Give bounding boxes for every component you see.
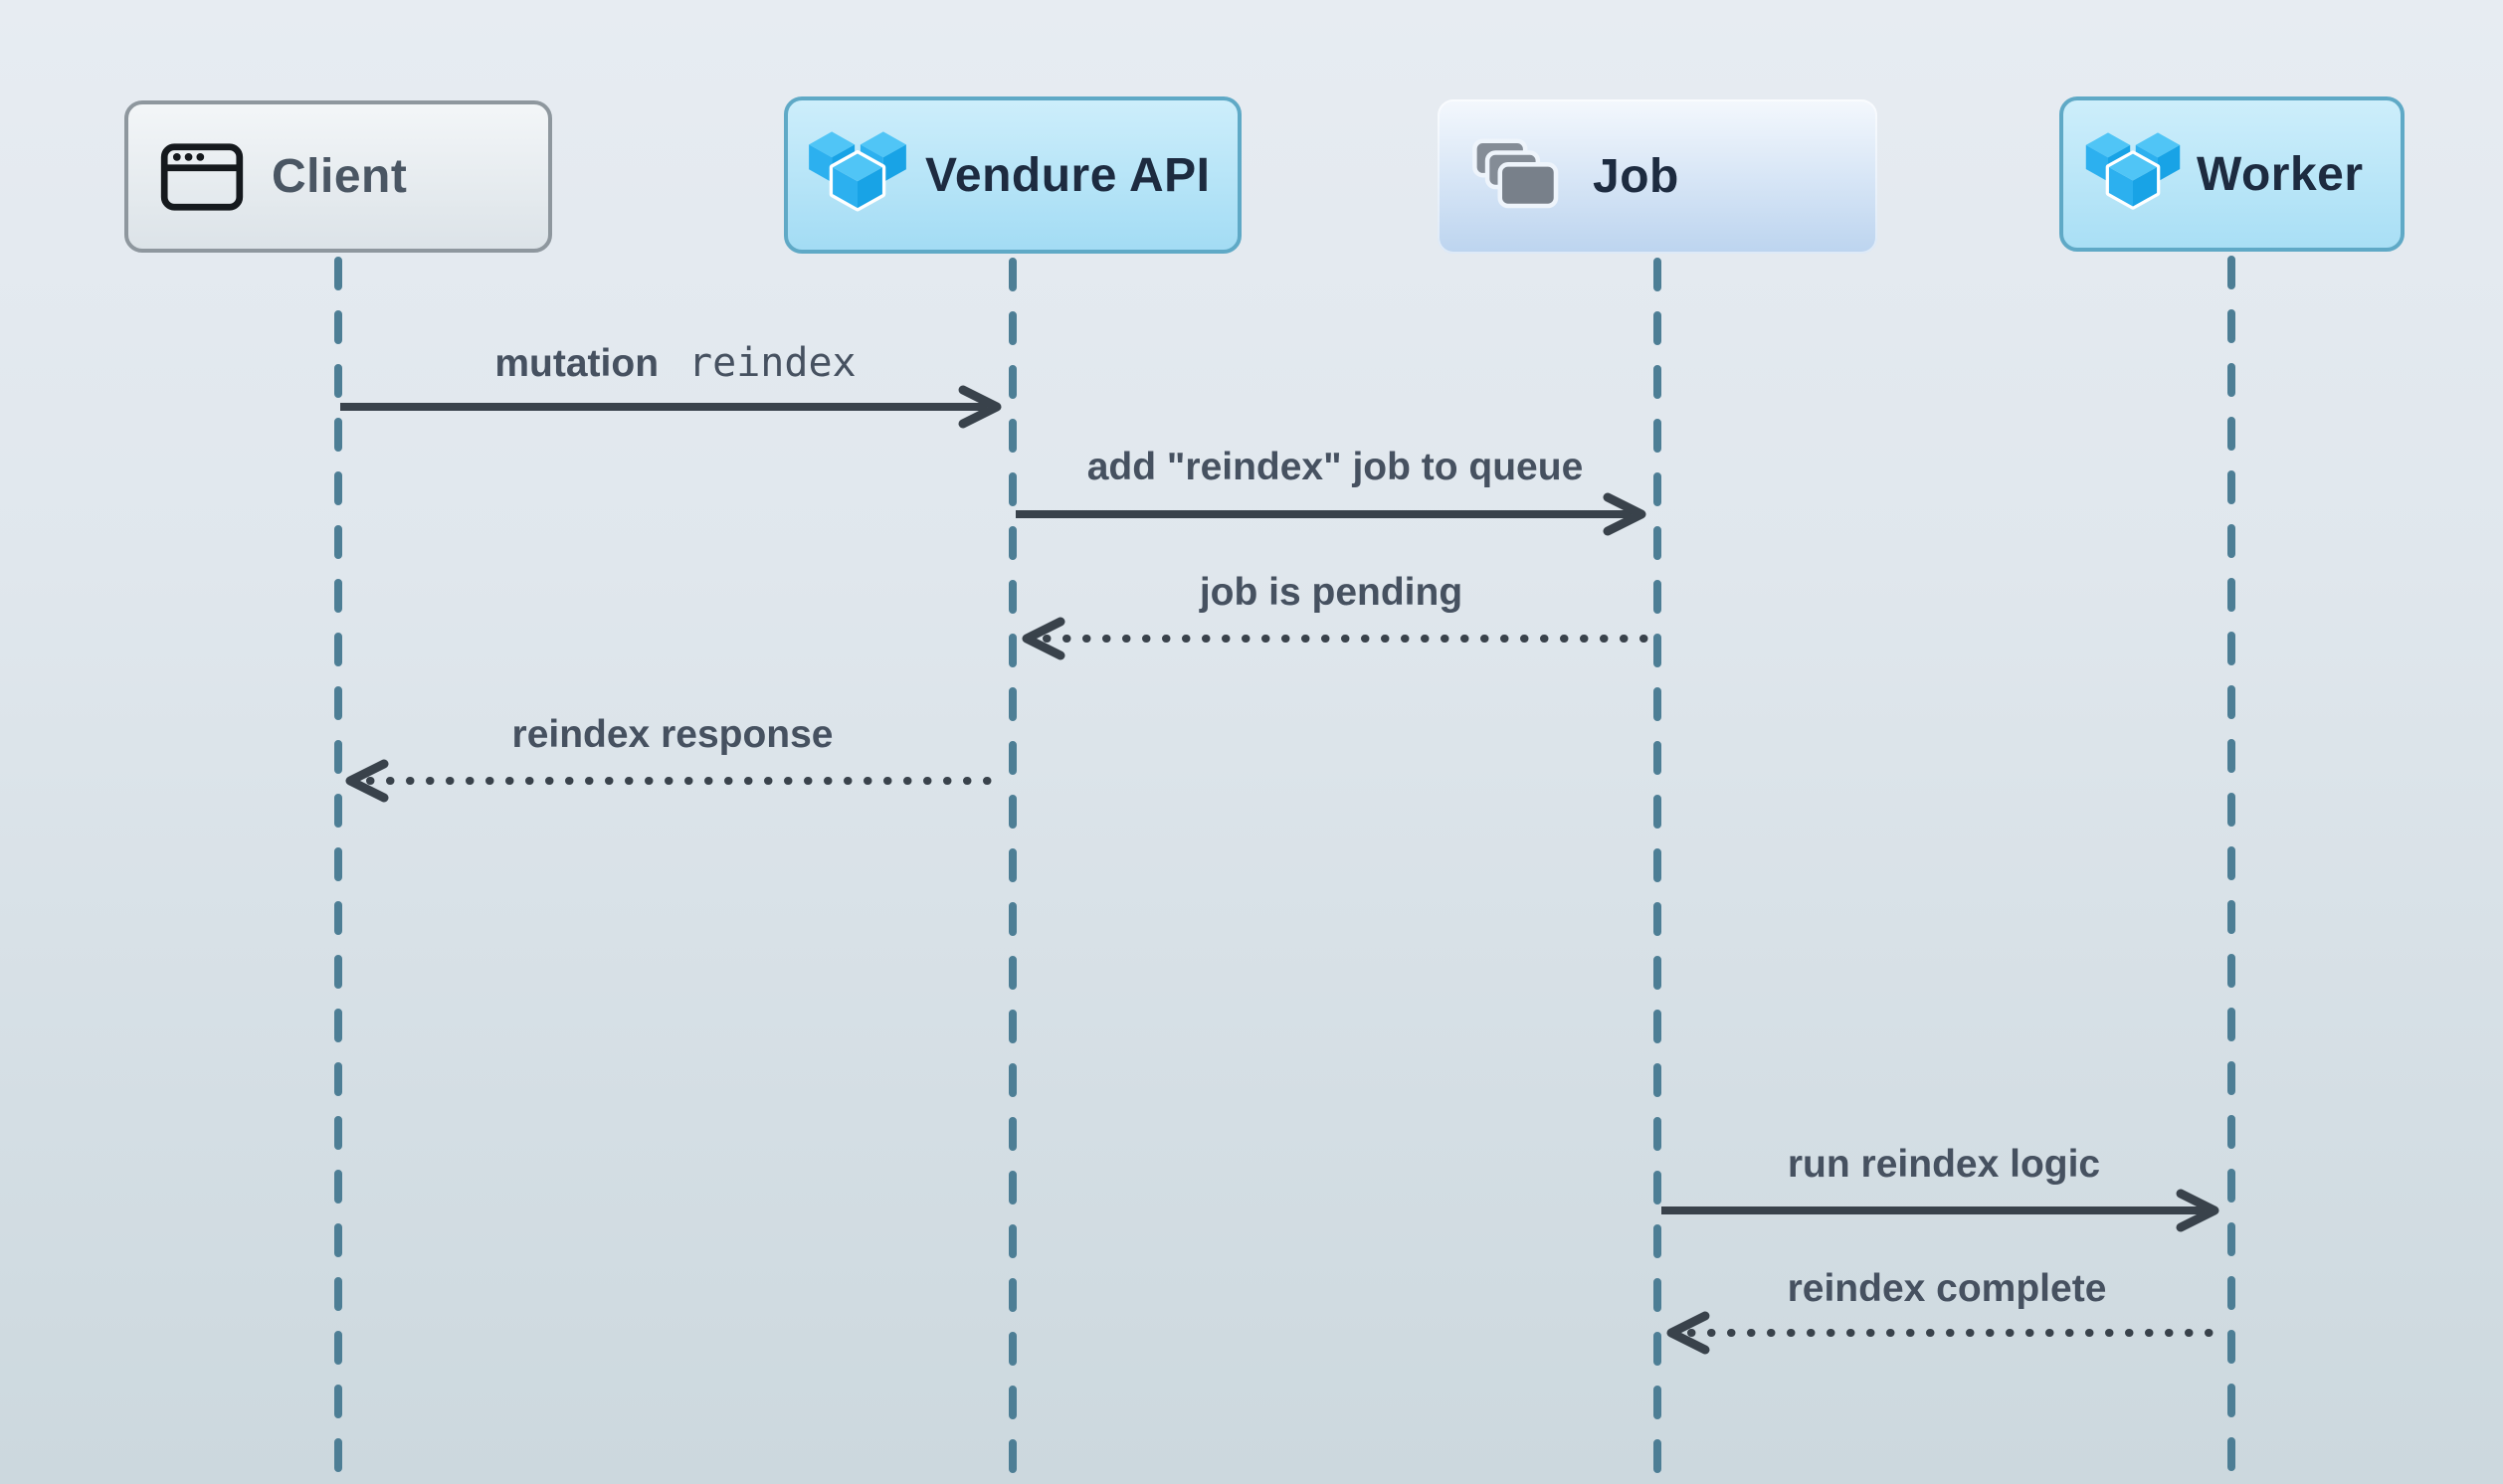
message-label-add-job-to-queue: add "reindex" job to queue <box>1087 446 1584 489</box>
message-arrow-mutation-reindex <box>340 385 1002 429</box>
message-arrow-reindex-complete <box>1666 1311 2218 1355</box>
message-text: mutation <box>494 342 660 385</box>
actor-worker-label: Worker <box>2197 147 2364 201</box>
message-label-run-reindex-logic: run reindex logic <box>1788 1143 2100 1187</box>
message-label-job-is-pending: job is pending <box>1200 571 1462 615</box>
actor-job-label: Job <box>1593 150 1679 203</box>
message-label-reindex-response: reindex response <box>512 713 834 757</box>
actor-client: Client <box>124 100 552 253</box>
message-text: reindex response <box>511 713 834 756</box>
message-text: run reindex logic <box>1787 1143 2101 1186</box>
actor-worker: Worker <box>2059 96 2405 252</box>
actor-client-label: Client <box>272 150 408 203</box>
vendure-logo-icon <box>2085 131 2181 210</box>
message-arrow-add-job-to-queue <box>1016 492 1646 536</box>
browser-window-icon <box>160 142 244 211</box>
actor-job: Job <box>1438 99 1877 254</box>
message-text: job is pending <box>1199 571 1463 614</box>
message-text: reindex complete <box>1787 1267 2107 1310</box>
message-label-mutation-reindex: mutation reindex <box>494 340 856 386</box>
message-label-reindex-complete: reindex complete <box>1788 1267 2107 1311</box>
vendure-logo-icon <box>809 131 906 212</box>
message-arrow-job-is-pending <box>1022 617 1655 660</box>
message-arrow-reindex-response <box>345 759 1009 803</box>
message-arrow-run-reindex-logic <box>1661 1189 2219 1232</box>
stacked-cards-icon <box>1472 137 1559 208</box>
actor-vendure-api: Vendure API <box>784 96 1242 254</box>
actor-vendure-api-label: Vendure API <box>925 148 1211 202</box>
message-text: add "reindex" job to queue <box>1086 446 1584 488</box>
message-code-text: reindex <box>688 340 857 386</box>
